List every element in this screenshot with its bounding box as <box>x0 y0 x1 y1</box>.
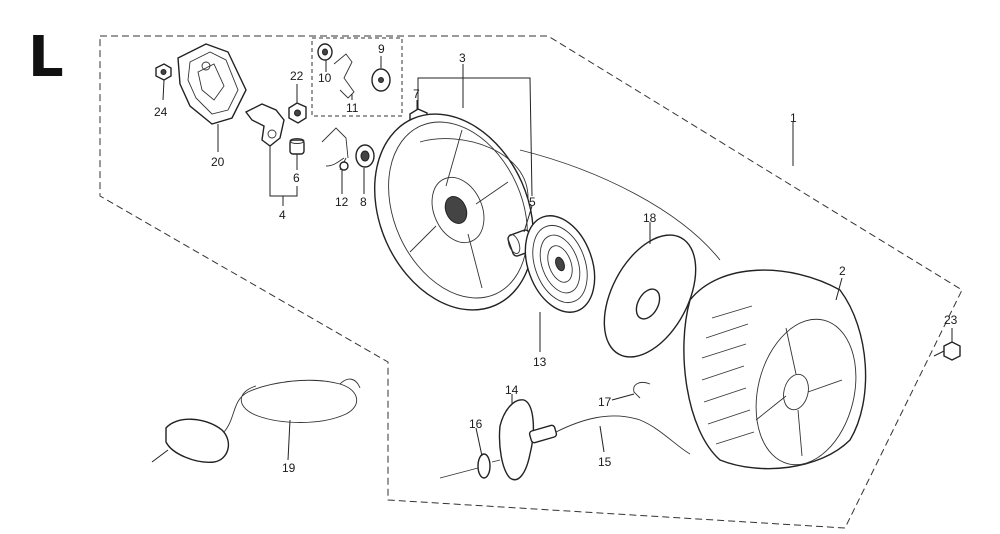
part-16-clip[interactable] <box>439 453 501 479</box>
callout-16: 16 <box>469 417 483 431</box>
callout-3: 3 <box>459 51 466 65</box>
inset-box <box>311 37 403 117</box>
part-15-rope[interactable] <box>519 149 721 455</box>
part-9-plate[interactable] <box>371 68 391 92</box>
part-6-collar[interactable] <box>289 138 305 155</box>
part-24-nut[interactable] <box>155 63 172 81</box>
part-22-nut[interactable] <box>288 102 307 124</box>
part-10-washer[interactable] <box>317 43 333 61</box>
callout-18: 18 <box>643 211 657 225</box>
part-17-guide[interactable] <box>633 381 651 399</box>
callout-10: 10 <box>318 71 332 85</box>
part-20-cover[interactable] <box>177 43 247 125</box>
section-letter: L <box>28 25 64 90</box>
callout-4: 4 <box>279 208 286 222</box>
callout-2: 2 <box>839 264 846 278</box>
callout-8: 8 <box>360 195 367 209</box>
callout-14: 14 <box>505 383 519 397</box>
leader-lines <box>162 56 953 461</box>
part-11-spring[interactable] <box>333 53 355 99</box>
part-13-spiral-spring[interactable] <box>513 206 607 322</box>
callout-13: 13 <box>533 355 547 369</box>
callout-23: 23 <box>944 313 958 327</box>
callout-20: 20 <box>211 155 225 169</box>
part-8-washer[interactable] <box>355 144 375 168</box>
assembly-boundary <box>99 35 963 529</box>
part-4-ratchet[interactable] <box>244 103 285 147</box>
callout-12: 12 <box>335 195 349 209</box>
callout-17: 17 <box>598 395 612 409</box>
callout-1: 1 <box>790 111 797 125</box>
callout-24: 24 <box>154 105 168 119</box>
callout-labels: 1 2 3 4 5 6 7 8 9 10 11 12 13 14 15 16 1… <box>154 42 958 475</box>
callout-9: 9 <box>378 42 385 56</box>
part-14-starter-grip[interactable] <box>498 399 558 481</box>
part-3-reel[interactable] <box>345 89 563 336</box>
part-23-bolt[interactable] <box>933 341 961 361</box>
part-2-starter-case[interactable] <box>683 269 871 475</box>
part-19-rope-grip-set[interactable] <box>151 378 361 463</box>
callout-5: 5 <box>529 195 536 209</box>
callout-22: 22 <box>290 69 304 83</box>
callout-15: 15 <box>598 455 612 469</box>
part-18-plate[interactable] <box>585 220 714 372</box>
callout-7: 7 <box>413 87 420 101</box>
part-12-friction-spring[interactable] <box>321 127 349 171</box>
callout-11: 11 <box>346 101 359 115</box>
callout-19: 19 <box>282 461 296 475</box>
callout-6: 6 <box>293 171 300 185</box>
